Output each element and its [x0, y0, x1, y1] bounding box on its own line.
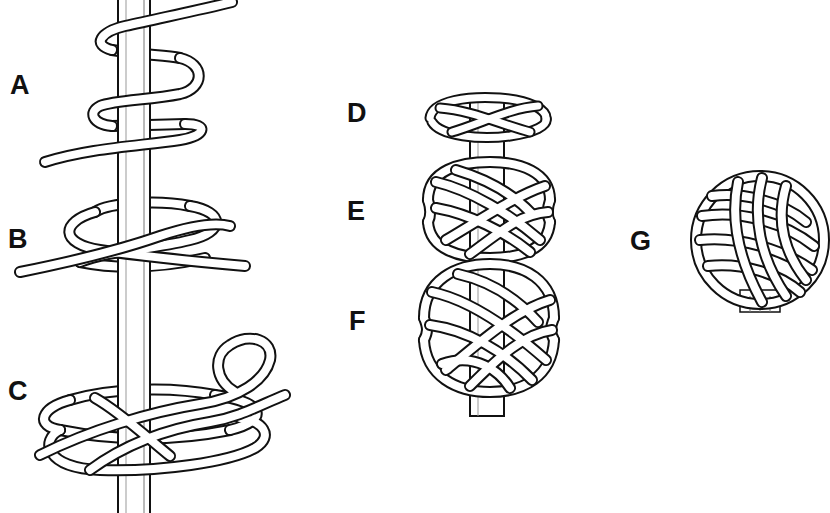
step-letter: F	[349, 308, 366, 335]
rope-strands-front	[20, 2, 285, 470]
step-letter: D	[347, 100, 367, 127]
step-letter: G	[630, 228, 651, 255]
knot-rope	[424, 98, 554, 392]
monkey-fist-knot	[696, 176, 824, 304]
step-letter: A	[10, 72, 30, 99]
step-letter: B	[8, 226, 28, 253]
step-letter: C	[8, 378, 28, 405]
step-letter: E	[347, 198, 365, 225]
